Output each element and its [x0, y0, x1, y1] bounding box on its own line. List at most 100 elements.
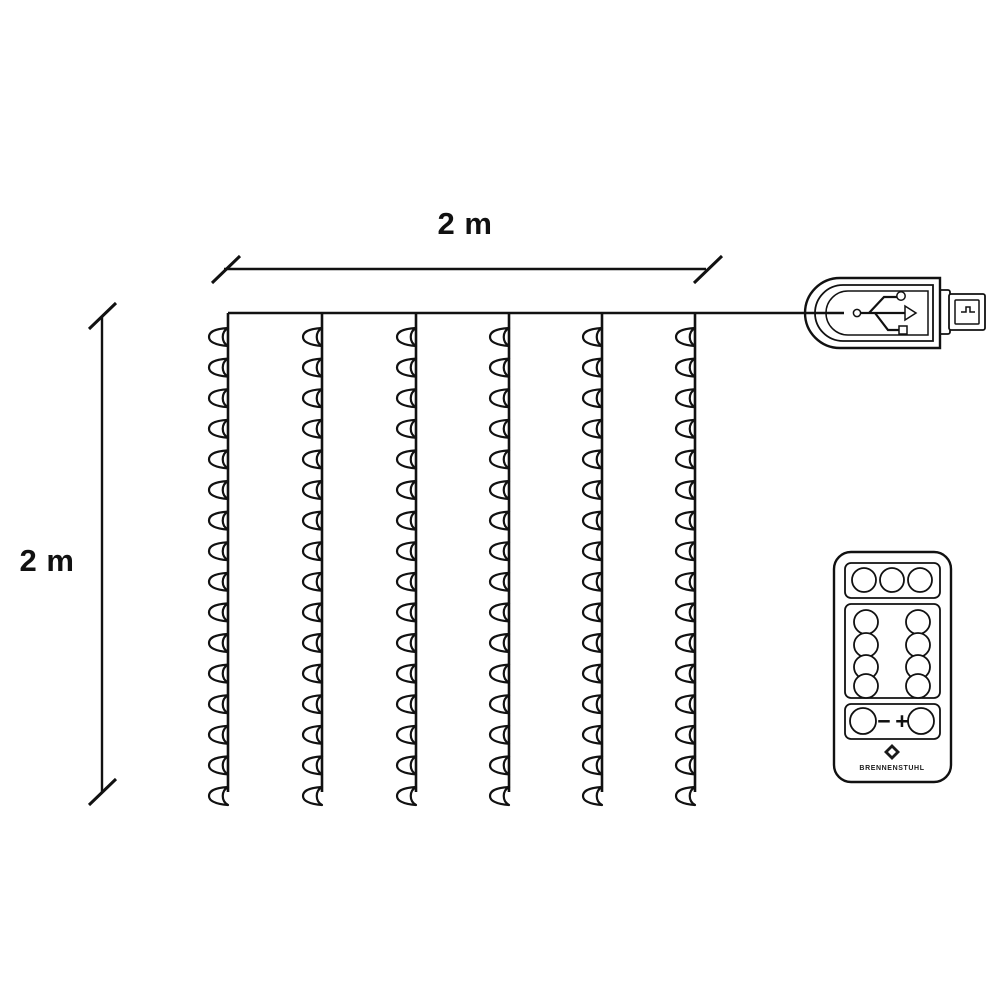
led-bulb — [301, 724, 324, 745]
led-bulb — [301, 755, 324, 776]
led-bulb — [207, 449, 230, 470]
led-bulb — [207, 510, 230, 531]
remote-button-mid-8[interactable] — [905, 673, 931, 699]
remote-control: − + BRENNENSTUHL — [832, 550, 953, 784]
curtain-strand — [395, 313, 418, 807]
led-bulb — [581, 785, 604, 807]
led-bulb — [488, 632, 511, 654]
led-bulb — [488, 694, 511, 715]
usb-connector — [803, 276, 986, 350]
led-bulb — [581, 663, 604, 684]
led-bulb — [488, 785, 511, 807]
led-bulb — [301, 357, 324, 378]
led-bulb — [301, 541, 324, 562]
led-bulb — [301, 510, 324, 531]
led-bulb — [207, 602, 230, 623]
remote-button-top-1[interactable] — [851, 567, 877, 593]
remote-button-top-3[interactable] — [907, 567, 933, 593]
remote-button-minus[interactable] — [849, 707, 877, 735]
led-bulb — [207, 694, 230, 715]
curtain-strand — [207, 313, 230, 807]
led-bulb — [301, 785, 324, 807]
led-bulb — [207, 755, 230, 776]
usb-shell-notch — [961, 306, 975, 313]
width-dimension: 2 m — [210, 206, 724, 285]
remote-button-mid-2[interactable] — [905, 609, 931, 635]
led-bulb — [674, 449, 697, 470]
remote-button-mid-1[interactable] — [853, 609, 879, 635]
usb-trident-icon — [852, 291, 918, 335]
led-bulb — [488, 602, 511, 623]
led-bulb — [395, 724, 418, 745]
led-bulb — [674, 479, 697, 501]
led-bulb — [207, 785, 230, 807]
led-bulb — [581, 326, 604, 348]
curtain-strand — [301, 313, 324, 807]
led-bulb — [674, 326, 697, 348]
led-bulb — [395, 541, 418, 562]
led-bulb — [488, 449, 511, 470]
led-bulb — [581, 479, 604, 501]
remote-button-mid-7[interactable] — [853, 673, 879, 699]
led-bulb — [581, 541, 604, 562]
led-bulb — [395, 418, 418, 439]
led-bulb — [395, 602, 418, 623]
usb-trident-lower-branch — [874, 312, 901, 332]
led-bulb — [207, 418, 230, 439]
curtain-strand — [488, 313, 511, 807]
led-bulb — [207, 663, 230, 684]
led-curtain — [207, 311, 806, 807]
led-bulb — [674, 663, 697, 684]
led-bulb — [207, 632, 230, 654]
led-bulb — [488, 724, 511, 745]
remote-button-mid-3[interactable] — [853, 632, 879, 658]
remote-button-mid-4[interactable] — [905, 632, 931, 658]
led-bulb — [207, 357, 230, 378]
led-bulb — [488, 755, 511, 776]
led-bulb — [674, 510, 697, 531]
height-dimension-label: 2 m — [20, 543, 75, 578]
led-bulb — [395, 479, 418, 501]
led-bulb — [301, 632, 324, 654]
led-bulb — [395, 755, 418, 776]
led-bulb — [581, 694, 604, 715]
remote-minus-label: − — [877, 708, 890, 734]
remote-button-plus[interactable] — [907, 707, 935, 735]
remote-button-top-2[interactable] — [879, 567, 905, 593]
curtain-strand-layer — [207, 313, 697, 807]
led-bulb — [674, 785, 697, 807]
led-bulb — [674, 632, 697, 654]
led-bulb — [674, 602, 697, 623]
led-bulb — [674, 388, 697, 409]
led-bulb — [301, 418, 324, 439]
led-bulb — [581, 724, 604, 745]
led-bulb — [301, 479, 324, 501]
led-bulb — [395, 326, 418, 348]
led-bulb — [395, 785, 418, 807]
curtain-strand — [581, 313, 604, 807]
led-bulb — [674, 755, 697, 776]
led-bulb — [488, 357, 511, 378]
remote-plus-label: + — [895, 708, 908, 734]
led-bulb — [395, 571, 418, 592]
led-bulb — [581, 418, 604, 439]
led-bulb — [207, 326, 230, 348]
led-bulb — [488, 663, 511, 684]
led-bulb — [581, 571, 604, 592]
led-bulb — [395, 510, 418, 531]
led-bulb — [395, 388, 418, 409]
led-bulb — [207, 541, 230, 562]
curtain-strand — [674, 313, 697, 807]
width-dimension-tick-left — [210, 254, 242, 285]
usb-trident-triangle-end — [904, 304, 918, 322]
led-bulb — [395, 663, 418, 684]
led-bulb — [207, 724, 230, 745]
diamond-logo-inner — [888, 748, 896, 756]
led-bulb — [301, 388, 324, 409]
led-bulb — [581, 449, 604, 470]
led-bulb — [581, 602, 604, 623]
led-bulb — [488, 479, 511, 501]
led-bulb — [395, 357, 418, 378]
led-bulb — [301, 663, 324, 684]
